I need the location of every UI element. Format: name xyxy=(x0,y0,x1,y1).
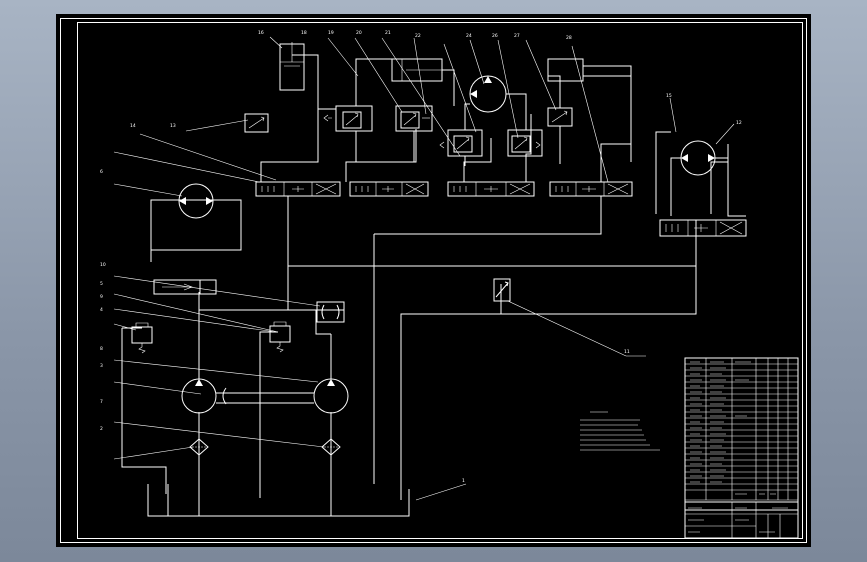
parts-list-table xyxy=(684,357,799,511)
directional-valve-3 xyxy=(447,181,535,197)
motor-6 xyxy=(150,183,242,251)
label-26: 26 xyxy=(492,33,498,39)
outer-frame xyxy=(60,18,807,543)
technical-notes xyxy=(580,411,660,451)
motor-12 xyxy=(670,140,746,217)
label-15: 15 xyxy=(666,93,672,99)
directional-valve-5 xyxy=(659,219,747,237)
relief-valve-4 xyxy=(131,322,153,354)
label-3: 3 xyxy=(100,363,103,369)
shuttle-valve xyxy=(316,301,345,323)
hydraulic-schematic: 1 2 3 4 5 6 7 8 9 10 11 12 13 14 15 16 1… xyxy=(60,18,807,543)
label-18: 18 xyxy=(301,30,307,36)
drawing-sheet: 1 2 3 4 5 6 7 8 9 10 11 12 13 14 15 16 1… xyxy=(56,14,811,547)
throttle-valves xyxy=(244,105,573,157)
filter-7 xyxy=(321,438,341,456)
label-16: 16 xyxy=(258,30,264,36)
part-numbers: 1 2 3 4 5 6 7 8 9 10 11 12 13 14 15 16 1… xyxy=(100,30,742,484)
label-21: 21 xyxy=(385,30,391,36)
label-8: 8 xyxy=(100,346,103,352)
motor-24 xyxy=(469,75,507,113)
label-10: 10 xyxy=(100,262,106,268)
label-22: 22 xyxy=(415,33,421,39)
filter-2 xyxy=(189,438,209,456)
label-14: 14 xyxy=(130,123,136,129)
throttle-valve-11 xyxy=(493,278,511,302)
directional-valve-4 xyxy=(549,181,633,197)
label-6: 6 xyxy=(100,169,103,175)
pipelines xyxy=(121,54,729,517)
directional-valve-1 xyxy=(255,181,341,197)
label-12: 12 xyxy=(736,120,742,126)
pump-8 xyxy=(313,378,349,414)
title-block xyxy=(684,501,799,539)
pump-3 xyxy=(181,378,227,414)
relief-valve-5 xyxy=(269,321,291,353)
label-19: 19 xyxy=(328,30,334,36)
label-2: 2 xyxy=(100,426,103,432)
label-4: 4 xyxy=(100,307,103,313)
inner-frame xyxy=(77,22,803,539)
directional-valve-bank xyxy=(255,181,747,237)
directional-valve-2 xyxy=(349,181,429,197)
label-27: 27 xyxy=(514,33,520,39)
label-7: 7 xyxy=(100,399,103,405)
valve-10 xyxy=(153,279,217,295)
label-24: 24 xyxy=(466,33,472,39)
label-11: 11 xyxy=(624,349,630,355)
label-5: 5 xyxy=(100,281,103,287)
leader-lines xyxy=(113,36,735,501)
label-20: 20 xyxy=(356,30,362,36)
label-9: 9 xyxy=(100,294,103,300)
cylinder-16 xyxy=(279,42,305,91)
circuit-lines-top xyxy=(317,55,632,166)
label-13: 13 xyxy=(170,123,176,129)
cylinder-28 xyxy=(547,58,632,82)
label-1: 1 xyxy=(462,478,465,484)
label-28: 28 xyxy=(566,35,572,41)
